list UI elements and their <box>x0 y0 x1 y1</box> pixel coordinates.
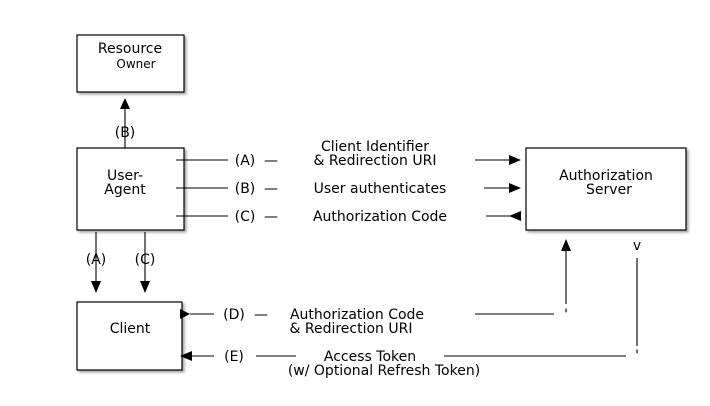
label-flow-b-dash: — <box>264 181 278 197</box>
arrowhead-left <box>509 211 521 221</box>
arrowhead-left <box>180 351 192 361</box>
edge-d-client-to-auth-server: (D) — Authorization Code & Redirection U… <box>180 239 571 337</box>
arrowhead-up <box>561 239 571 251</box>
label-flow-d-dash: — <box>254 307 268 323</box>
v-mark: v <box>633 238 641 254</box>
arrowhead-right <box>509 155 521 165</box>
tick-mark-d: ' <box>564 307 568 323</box>
authorization-server-node: Authorization Server <box>525 147 687 231</box>
user-agent-label-line2: Agent <box>104 182 146 198</box>
user-agent-label-line1: User- <box>107 168 143 184</box>
label-flow-b-id: (B) <box>235 181 256 197</box>
resource-owner-node: Resource Owner <box>76 34 185 93</box>
resource-owner-label-line1: Resource <box>98 41 162 57</box>
edge-c-user-agent-to-client: (C) <box>135 232 156 293</box>
arrowhead-down <box>91 281 101 293</box>
label-flow-a-dash: — <box>264 153 278 169</box>
arrowhead-up <box>120 98 130 109</box>
user-agent-node: User- Agent <box>76 147 185 231</box>
label-flow-a-id: (A) <box>235 153 256 169</box>
label-flow-c-id: (C) <box>235 209 256 225</box>
arrowhead-right <box>509 183 521 193</box>
edge-e-auth-server-to-client: v ' Access Token (w/ Optional Refresh To… <box>180 238 641 379</box>
authorization-server-label-line2: Server <box>586 182 632 198</box>
client-node: Client <box>76 301 183 371</box>
label-flow-a-text1: Client Identifier <box>321 139 429 155</box>
arrowhead-right <box>180 309 190 319</box>
label-a-vertical: (A) <box>86 252 107 268</box>
label-c-vertical: (C) <box>135 252 156 268</box>
label-flow-d-text1: Authorization Code <box>290 307 424 323</box>
authorization-server-label-line1: Authorization <box>559 168 653 184</box>
label-flow-c-text: Authorization Code <box>313 209 447 225</box>
label-flow-e-id: (E) <box>224 349 244 365</box>
label-flow-c-dash: — <box>264 209 278 225</box>
label-flow-a-text2: & Redirection URI <box>314 153 437 169</box>
edge-a-user-agent-to-auth-server: (A) — Client Identifier & Redirection UR… <box>176 139 521 169</box>
edge-b-user-authenticates: (B) — User authenticates <box>176 181 521 197</box>
label-flow-b-text: User authenticates <box>314 181 447 197</box>
label-b-vertical: (B) <box>115 125 136 141</box>
label-flow-d-text2: & Redirection URI <box>290 321 413 337</box>
edge-b-user-agent-to-resource-owner: (B) <box>115 98 136 148</box>
edge-a-client-to-user-agent: (A) <box>86 232 107 293</box>
client-label: Client <box>110 321 151 337</box>
resource-owner-label-line2: Owner <box>116 57 155 71</box>
arrowhead-down <box>140 281 150 293</box>
tick-mark-e: ' <box>635 348 639 364</box>
label-flow-e-text1: Access Token <box>324 349 416 365</box>
edge-c-auth-server-to-user-agent: (C) — Authorization Code <box>176 209 521 225</box>
label-flow-d-id: (D) <box>223 307 245 323</box>
label-flow-e-text2: (w/ Optional Refresh Token) <box>288 363 480 379</box>
